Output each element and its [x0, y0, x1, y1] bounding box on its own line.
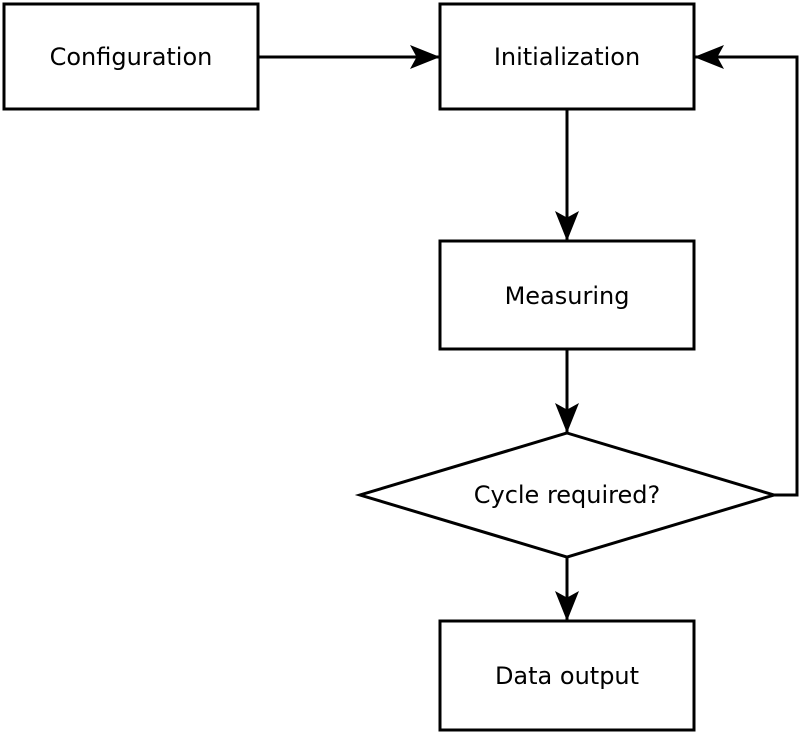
node-configuration: Configuration: [2, 2, 260, 111]
node-cycle-required: Cycle required?: [354, 431, 780, 559]
cycle-required-label: Cycle required?: [474, 481, 661, 509]
measuring-box: [438, 239, 696, 351]
data-output-box: [438, 619, 696, 732]
edge-cycle-required-loop-to-initialization: [694, 45, 799, 497]
initialization-box: [438, 2, 696, 111]
configuration-box: [2, 2, 260, 111]
cycle-required-diamond: [354, 431, 780, 559]
node-measuring: Measuring: [438, 239, 696, 351]
node-data-output: Data output: [438, 619, 696, 732]
node-initialization: Initialization: [438, 2, 696, 111]
configuration-label: Configuration: [50, 43, 213, 71]
measuring-label: Measuring: [505, 282, 630, 310]
data-output-label: Data output: [495, 662, 639, 690]
initialization-label: Initialization: [494, 43, 640, 71]
